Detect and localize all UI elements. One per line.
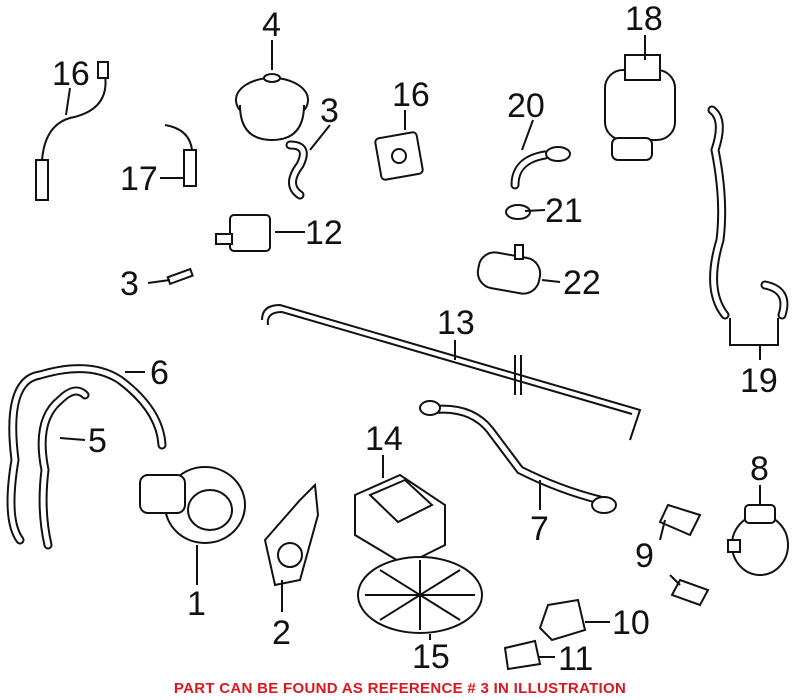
callout-3: 3 [120, 265, 139, 303]
callout-3: 3 [320, 92, 339, 130]
vacuum-hose-3 [285, 140, 308, 200]
callout-9: 9 [635, 537, 654, 575]
callout-20: 20 [507, 87, 545, 125]
gasket-10 [538, 598, 587, 642]
oxygen-sensor-17 [164, 124, 197, 187]
callout-7: 7 [530, 510, 549, 548]
callout-5: 5 [88, 422, 107, 460]
reference-note: PART CAN BE FOUND AS REFERENCE # 3 IN IL… [173, 680, 627, 697]
clamp-21b [505, 204, 531, 220]
pipe-7 [419, 400, 617, 514]
callout-13: 13 [437, 304, 475, 342]
hose-19 [707, 105, 789, 320]
callout-12: 12 [305, 214, 343, 252]
reservoir-4 [235, 73, 309, 142]
callout-16: 16 [392, 76, 430, 114]
callout-4: 4 [262, 6, 281, 44]
callout-15: 15 [412, 638, 450, 676]
solenoid-valve-12 [215, 214, 271, 252]
clamp-21a [545, 146, 571, 162]
hose-3 [166, 267, 194, 286]
callout-1: 1 [187, 585, 206, 623]
leader-lines [59, 35, 779, 658]
callout-6: 6 [150, 354, 169, 392]
oxygen-sensor-16 [35, 61, 109, 201]
filter-22 [476, 244, 542, 295]
callout-17: 17 [120, 160, 158, 198]
callout-19: 19 [740, 362, 778, 400]
callout-14: 14 [365, 420, 403, 458]
filter-cover-15 [357, 556, 483, 634]
bracket-16 [374, 131, 424, 181]
callout-16: 16 [52, 55, 90, 93]
callout-21: 21 [545, 192, 583, 230]
callout-10: 10 [612, 604, 650, 642]
callout-11: 11 [558, 640, 593, 678]
callout-22: 22 [563, 264, 601, 302]
gasket-9 [658, 503, 710, 607]
callout-labels: 16 4 3 16 20 18 17 12 21 3 22 13 6 19 5 … [52, 0, 778, 678]
pipe-13 [261, 303, 642, 441]
bracket-2 [263, 482, 320, 587]
hose-6 [6, 364, 167, 545]
check-valve-8 [727, 504, 789, 576]
hose-20 [510, 150, 550, 190]
callout-18: 18 [625, 0, 663, 38]
hose-5 [37, 386, 90, 550]
air-valve-18 [604, 54, 676, 161]
callout-8: 8 [750, 450, 769, 488]
air-pump-1 [139, 466, 246, 544]
gasket-11 [503, 639, 542, 671]
filter-housing-14 [354, 473, 446, 567]
callout-2: 2 [272, 614, 291, 652]
